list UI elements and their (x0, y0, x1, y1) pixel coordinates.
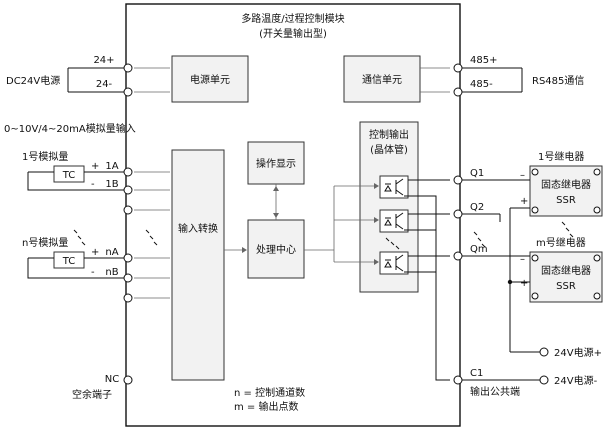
input-convert-block (171, 149, 225, 381)
tcn-label: TC (62, 256, 76, 267)
analog1-label: 1号模拟量 (22, 150, 68, 163)
ellipsis-dots-right (473, 221, 574, 248)
module-title: 多路温度/过程控制模块 (241, 12, 344, 25)
transistor-label: (晶体管) (370, 143, 408, 156)
operation-display-block (247, 141, 305, 185)
analog1-minus: - (91, 179, 95, 190)
arrow-up (273, 186, 279, 191)
power-unit-block (171, 55, 249, 103)
analogn-minus: - (91, 267, 95, 278)
relay1-box (529, 165, 603, 217)
legend-n: n = 控制通道数 (234, 386, 305, 399)
term-na: nA (105, 247, 118, 258)
arrow-down (273, 213, 279, 218)
control-output-label: 控制输出 (369, 128, 409, 141)
v24m-label: 24V电源- (554, 374, 598, 387)
relaym-box (529, 251, 603, 303)
right-terminal-strip (453, 63, 463, 385)
rs485-label: RS485通信 (532, 75, 584, 87)
analogn-plus: + (91, 247, 99, 258)
relay1-minus: – (520, 170, 525, 181)
comm-unit-label: 通信单元 (362, 74, 402, 86)
analogn-label: n号模拟量 (22, 236, 68, 249)
term-24p: 24+ (93, 55, 114, 66)
tcn-box (53, 251, 85, 269)
term-24m: 24- (96, 79, 113, 90)
relaym-label: m号继电器 (536, 236, 586, 249)
relaym-ssr-name: 固态继电器 (541, 264, 591, 277)
analog1-plus: + (91, 161, 99, 172)
term-1b: 1B (105, 179, 118, 190)
term-q1: Q1 (470, 168, 484, 179)
ellipsis-dots-left (73, 229, 158, 246)
relay1-ssr: SSR (556, 195, 576, 206)
input-convert-label: 输入转换 (178, 222, 218, 235)
relaym-ssr: SSR (556, 281, 576, 292)
transistor-qm (379, 251, 409, 275)
term-1a: 1A (105, 161, 118, 172)
term-nc: NC (105, 374, 119, 385)
term-nb: nB (105, 267, 118, 278)
comm-unit-block (343, 55, 421, 103)
operation-display-label: 操作显示 (256, 157, 296, 170)
relaym-plus: + (520, 278, 528, 289)
relay1-ssr-name: 固态继电器 (541, 178, 591, 191)
legend-m: m = 输出点数 (234, 400, 298, 413)
term-q2: Q2 (470, 202, 484, 213)
tc1-box (53, 165, 85, 183)
term-485p: 485+ (470, 55, 497, 66)
processing-center-block (247, 219, 305, 279)
ellipsis-dots-transistors (385, 237, 400, 250)
relay1-plus: + (520, 196, 528, 207)
term-485m: 485- (470, 79, 493, 90)
transistor-q1 (379, 175, 409, 199)
dc24v-label: DC24V电源 (6, 74, 60, 87)
analog-input-label: 0~10V/4~20mA模拟量输入 (4, 122, 136, 135)
processing-center-label: 处理中心 (256, 243, 296, 256)
tc1-label: TC (62, 170, 76, 181)
term-qm: Qm (470, 244, 488, 255)
module-subtitle: (开关量输出型) (259, 27, 327, 40)
transistor-q2 (379, 209, 409, 233)
term-c1: C1 (470, 368, 483, 379)
relaym-minus: – (520, 254, 525, 265)
relay1-label: 1号继电器 (538, 150, 584, 163)
v24p-label: 24V电源+ (554, 346, 602, 359)
power-unit-label: 电源单元 (190, 73, 230, 86)
nc-label: 空余端子 (72, 388, 112, 401)
output-common-label: 输出公共端 (470, 385, 520, 398)
